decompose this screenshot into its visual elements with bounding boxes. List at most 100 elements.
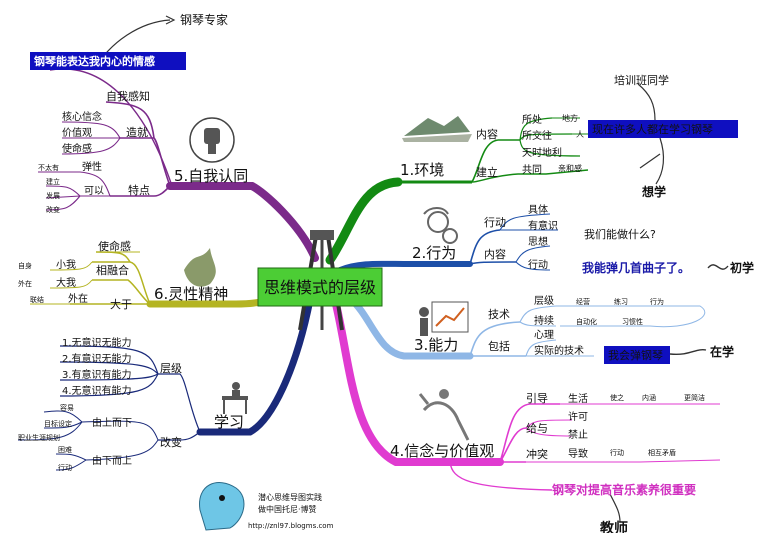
env-item: 天时地利 [522, 146, 562, 159]
trainee-quote: 现在许多人都在学习钢琴 [592, 122, 713, 136]
learn-sub: 行动 [58, 463, 72, 472]
env-content-link [471, 139, 520, 183]
env-content-subs [519, 117, 581, 157]
credit-line2: 做中国托尼·博赞 [258, 504, 317, 514]
expert-label: 钢琴专家 [180, 12, 228, 27]
identity-item: 弹性 [82, 160, 102, 173]
learn-sub: 困难 [58, 445, 72, 454]
learn-change-item: 由上而下 [92, 416, 132, 429]
identity-feature-label: 特点 [128, 183, 150, 197]
spirit-greater-label: 大于 [110, 297, 132, 311]
trainee-label: 培训班同学 [614, 73, 669, 87]
ability-sub: 行为 [650, 297, 664, 306]
study-desk-icon [222, 382, 248, 414]
learn-level-item: 1.无意识无能力 [62, 336, 132, 349]
spirit-item: 大我 [56, 276, 76, 289]
identity-sub: 改变 [46, 205, 60, 214]
env-build-label: 建立 [476, 165, 498, 179]
env-build-link [471, 169, 589, 183]
branch-title-ability: 3.能力 [414, 336, 458, 354]
presenter-icon [419, 301, 469, 336]
ability-sub: 经营 [576, 297, 590, 306]
gear-person-icon [423, 207, 458, 244]
branch-learn-line [196, 296, 314, 436]
belief-give-label: 给与 [526, 422, 548, 435]
branch-title-spirit: 6.灵性精神 [154, 285, 228, 303]
beginner-label: 初学 [730, 260, 754, 275]
identity-sub: 建立 [46, 177, 60, 186]
raised-fist-icon [189, 117, 235, 163]
identity-sub: 发展 [46, 191, 60, 200]
branch-title-belief: 4.信念与价值观 [390, 442, 494, 460]
branch-title-environment: 1.环境 [400, 161, 444, 179]
identity-make-label: 造就 [126, 125, 148, 139]
spirit-item: 外在 [68, 293, 88, 305]
learn-level-item: 3.有意识有能力 [62, 368, 132, 381]
flame-icon [184, 248, 216, 287]
identity-item: 可以 [84, 186, 104, 197]
question-text: 我们能做什么? [584, 227, 656, 241]
identity-item: 使命感 [62, 142, 92, 155]
identity-item: 核心信念 [62, 110, 102, 123]
ability-item: 层级 [534, 295, 554, 307]
behavior-action-label: 行动 [484, 216, 506, 229]
want-label: 想学 [641, 184, 666, 199]
belief-note: 钢琴对提高音乐素养很重要 [552, 482, 696, 497]
behavior-item: 具体 [528, 204, 548, 216]
studying-label: 在学 [710, 344, 734, 359]
belief-sub: 行动 [610, 448, 624, 457]
teacher-label: 教师 [600, 520, 628, 533]
branch-title-behavior: 2.行为 [412, 244, 456, 262]
learn-sub: 容易 [60, 403, 74, 412]
ability-tech-label: 技术 [488, 308, 510, 321]
belief-sub: 使之 [610, 393, 624, 402]
belief-sub: 更简洁 [684, 393, 705, 402]
expert-quote: 钢琴能表达我内心的情感 [34, 54, 155, 68]
belief-item: 许可 [568, 411, 588, 423]
env-build-item: 共同 [522, 164, 542, 176]
belief-sub: 相互矛盾 [648, 448, 676, 457]
landscape-icon [402, 116, 472, 142]
branch-environment-line [325, 177, 403, 265]
spirit-merge-label: 相融合 [96, 263, 129, 277]
branch-identity-line [166, 182, 319, 262]
learn-level-item: 2.有意识无能力 [62, 352, 132, 365]
ability-item: 心理 [534, 329, 554, 341]
belief-conflict-label: 冲突 [526, 447, 548, 461]
env-sub: 地方 [562, 113, 578, 123]
behavior-item: 有意识 [528, 219, 558, 232]
can-play-text: 我能弹几首曲子了。 [582, 260, 690, 275]
branch-title-learn: 学习 [214, 413, 244, 431]
behavior-item: 行动 [528, 258, 548, 271]
belief-item: 导致 [568, 447, 588, 460]
env-item: 所处 [522, 114, 542, 126]
learn-change-label: 改变 [160, 435, 182, 449]
behavior-content-label: 内容 [484, 247, 506, 261]
ability-sub: 自动化 [576, 317, 597, 326]
identity-self-know: 自我感知 [106, 89, 150, 103]
belief-guide-label: 引导 [526, 391, 548, 405]
spirit-mission: 使命感 [98, 239, 131, 253]
ability-sub: 习惯性 [622, 317, 643, 326]
center-node [257, 267, 383, 307]
ability-item: 实际的技术 [534, 344, 584, 357]
learn-sub: 目标设定 [44, 419, 72, 428]
person-pose-icon [418, 389, 470, 441]
env-sub: 人 [576, 130, 584, 139]
expert-quote-box [30, 52, 186, 70]
learn-level-item: 4.无意识有能力 [62, 384, 132, 397]
credit-url: http://znl97.blogms.com [248, 522, 334, 530]
branch-belief-line [331, 296, 504, 466]
center-title: 思维模式的层级 [264, 278, 376, 297]
branch-title-identity: 5.自我认同 [174, 167, 248, 185]
belief-sub: 内涵 [642, 393, 656, 402]
identity-item: 价值观 [62, 126, 92, 139]
belief-item: 生活 [568, 392, 588, 405]
ability-sub: 练习 [614, 297, 628, 306]
learn-change-item: 由下而上 [92, 454, 132, 467]
env-build-sub: 亲和感 [558, 163, 582, 173]
trainee-quote-box [588, 120, 738, 138]
can-play-piano-text: 我会弹钢琴 [608, 348, 663, 362]
belief-item: 禁止 [568, 429, 588, 441]
